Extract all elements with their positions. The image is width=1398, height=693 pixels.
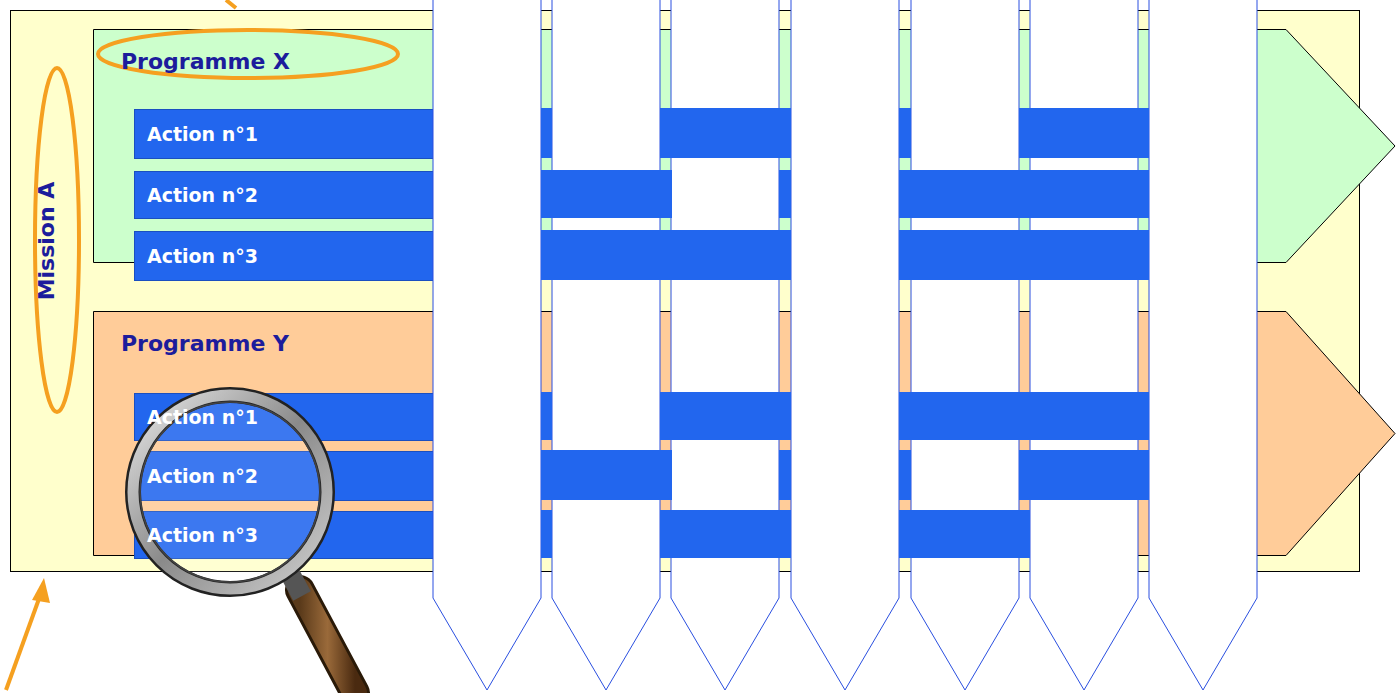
weave-strip: [899, 170, 1149, 218]
weave-strip: [541, 510, 552, 558]
action-label: Action n°1: [147, 123, 258, 145]
programme-label: Programme X: [121, 49, 290, 74]
mission-label: Mission A: [34, 182, 59, 301]
action-bar: Action n°2: [134, 171, 438, 219]
weave-strip: [779, 450, 791, 500]
programme-label: Programme Y: [121, 331, 289, 356]
weave-strip: [541, 450, 672, 500]
weave-strip: [660, 510, 791, 558]
weave-strip: [899, 450, 911, 500]
weave-strip: [541, 170, 672, 218]
weave-strip: [1019, 450, 1149, 500]
weave-strip: [899, 108, 911, 158]
weave-strip: [1019, 108, 1149, 158]
column-arrow: [791, 0, 899, 690]
column-arrow: [911, 0, 1019, 690]
highlight-ellipse: [35, 68, 79, 412]
action-label: Action n°3: [147, 524, 258, 546]
pointer-arrow: [226, 0, 236, 8]
weave-strip: [541, 392, 552, 440]
highlight-ellipse: [98, 30, 398, 78]
weave-strip: [779, 170, 791, 218]
weave-strip: [660, 392, 791, 440]
action-bar: Action n°3: [134, 231, 438, 281]
column-arrow: [1149, 0, 1257, 690]
weave-strips: [541, 108, 1149, 558]
action-label: Action n°2: [147, 184, 258, 206]
weave-strip: [899, 230, 1149, 280]
action-label: Action n°3: [147, 245, 258, 267]
action-bar: Action n°1: [134, 109, 438, 159]
pointer-arrowhead: [32, 578, 50, 603]
column-arrow: [671, 0, 779, 690]
action-label: Action n°1: [147, 406, 258, 428]
weave-strip: [541, 108, 552, 158]
pointer-arrow: [6, 596, 40, 690]
action-label: Action n°2: [147, 465, 258, 487]
weave-strip: [899, 510, 1030, 558]
column-arrows: [433, 0, 1257, 690]
weave-strip: [660, 108, 791, 158]
column-arrow: [552, 0, 660, 690]
column-arrow: [1030, 0, 1138, 690]
magnifying-glass: [133, 395, 355, 693]
column-arrow: [433, 0, 541, 690]
weave-strip: [541, 230, 791, 280]
weave-strip: [899, 392, 1149, 440]
